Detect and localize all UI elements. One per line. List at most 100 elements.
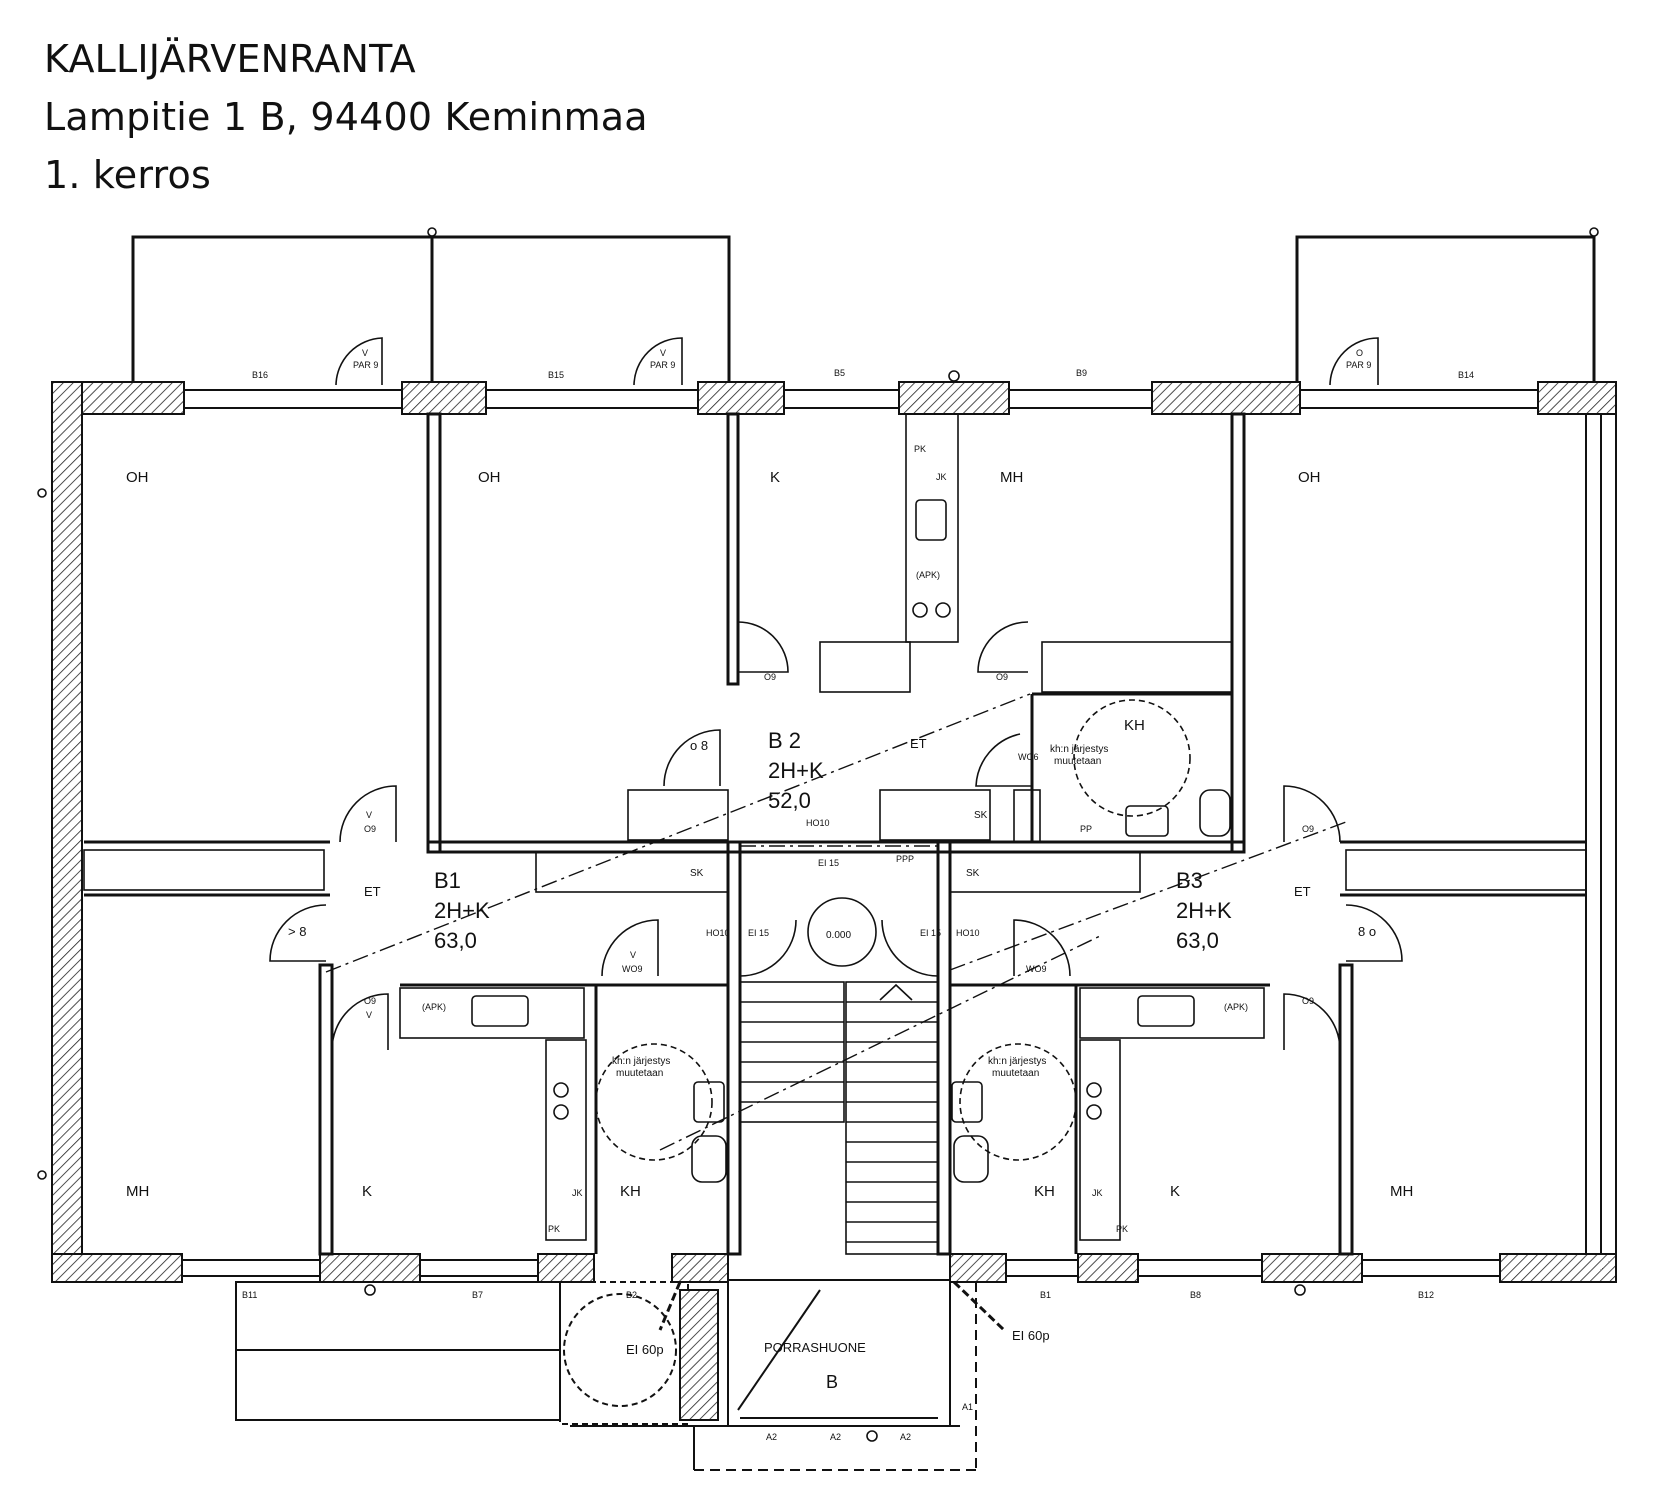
kh-note-b3-line2: muutetaan: [992, 1068, 1039, 1079]
code-b7: B7: [472, 1290, 483, 1300]
code-b1: B1: [1040, 1290, 1051, 1300]
code-ho10-a: HO10: [806, 818, 830, 828]
door-swings: [269, 337, 1403, 1051]
code-a1: A1: [962, 1402, 973, 1412]
code-pk-c: PK: [1116, 1224, 1128, 1234]
kh-note-b1-line1: kh:n järjestys: [612, 1056, 670, 1067]
code-o9-c: O9: [364, 824, 376, 834]
room-label-et-b3: ET: [1294, 884, 1311, 899]
north-wall-hatch-2: [401, 381, 487, 415]
code-o8-a: o 8: [690, 738, 708, 753]
code-v-e: V: [630, 950, 636, 960]
code-b14: B14: [1458, 370, 1474, 380]
bathroom-fixtures: [595, 699, 1231, 1183]
porrashuone-area: [235, 1279, 1006, 1471]
code-b11: B11: [242, 1290, 257, 1300]
code-jk-c: JK: [1092, 1188, 1103, 1198]
interior-walls: [84, 412, 1586, 1256]
room-label-porrashuone: PORRASHUONE: [764, 1340, 866, 1355]
stair-letter: B: [826, 1372, 838, 1392]
code-pp: PP: [1080, 824, 1092, 834]
room-label-oh-2: OH: [478, 469, 501, 486]
room-label-oh-3: OH: [1298, 469, 1321, 486]
code-v-d: V: [366, 1010, 372, 1020]
unit-b2-type: 2H+K: [768, 758, 824, 783]
code-apk-a: (APK): [422, 1002, 446, 1012]
balconies: [131, 235, 1596, 385]
code-o8-b: > 8: [288, 924, 306, 939]
unit-b2-area: 52,0: [768, 788, 811, 813]
south-wall-hatch-6: [1077, 1253, 1139, 1283]
code-ei15-c: EI 15: [920, 928, 941, 938]
room-label-et-b1: ET: [364, 884, 381, 899]
room-label-kh-bottom-left: KH: [620, 1183, 641, 1200]
outer-walls: [51, 381, 1617, 1283]
south-wall-hatch-1: [51, 1253, 183, 1283]
fire-rating-right: EI 60p: [1012, 1328, 1050, 1343]
north-wall-hatch-4: [898, 381, 1010, 415]
property-address: Lampitie 1 B, 94400 Keminmaa: [44, 95, 648, 139]
code-ho10-c: HO10: [956, 928, 980, 938]
code-o9-b: O9: [996, 672, 1008, 682]
kh-note-b1-line2: muutetaan: [616, 1068, 663, 1079]
south-wall-hatch-7: [1261, 1253, 1363, 1283]
room-label-kh-b2: KH: [1124, 717, 1145, 734]
kh-note-b2-line2: muutetaan: [1054, 756, 1101, 767]
code-ei15-a: EI 15: [818, 858, 839, 868]
unit-b3-type: 2H+K: [1176, 898, 1232, 923]
code-jk-b: JK: [572, 1188, 583, 1198]
code-b2: B2: [626, 1290, 637, 1300]
plan-header: KALLIJÄRVENRANTA Lampitie 1 B, 94400 Kem…: [44, 30, 648, 204]
south-wall-hatch-8: [1499, 1253, 1617, 1283]
code-ppp: PPP: [896, 854, 914, 864]
code-b15: B15: [548, 370, 564, 380]
dimension-lines: [325, 693, 1347, 1151]
code-par9-c: PAR 9: [1346, 360, 1371, 370]
unit-b2-id: B 2: [768, 728, 801, 753]
room-label-sk-1: SK: [690, 868, 704, 879]
code-b12: B12: [1418, 1290, 1434, 1300]
code-b5: B5: [834, 368, 845, 378]
code-pk-b: PK: [548, 1224, 560, 1234]
kitchen-fixtures: [83, 413, 1587, 1241]
room-label-sk-2: SK: [974, 810, 988, 821]
code-o9-e: O9: [1302, 824, 1314, 834]
code-b9: B9: [1076, 368, 1087, 378]
code-wo6: WO6: [1018, 752, 1039, 762]
code-v-a: V: [362, 348, 368, 358]
unit-b1-type: 2H+K: [434, 898, 490, 923]
code-ei15-b: EI 15: [748, 928, 769, 938]
room-label-et-b2: ET: [910, 736, 927, 751]
kh-note-b3-line1: kh:n järjestys: [988, 1056, 1046, 1067]
room-label-k-top: K: [770, 469, 780, 486]
room-label-mh-bottom-left: MH: [126, 1183, 149, 1200]
north-wall-hatch-6: [1537, 381, 1617, 415]
room-label-k-bottom-left: K: [362, 1183, 372, 1200]
code-a2-c: A2: [900, 1432, 911, 1442]
unit-b3-area: 63,0: [1176, 928, 1219, 953]
code-apk-c: (APK): [916, 570, 940, 580]
code-wo9-b: WO9: [1026, 964, 1047, 974]
code-b8: B8: [1190, 1290, 1201, 1300]
north-wall-hatch-3: [697, 381, 785, 415]
code-a2-b: A2: [830, 1432, 841, 1442]
room-label-oh-1: OH: [126, 469, 149, 486]
code-pk-a: PK: [914, 444, 926, 454]
unit-b1-area: 63,0: [434, 928, 477, 953]
floor-level: 0.000: [826, 930, 851, 941]
code-apk-b: (APK): [1224, 1002, 1248, 1012]
code-o9-f: O9: [1302, 996, 1314, 1006]
room-label-mh-top: MH: [1000, 469, 1023, 486]
room-label-kh-bottom-right: KH: [1034, 1183, 1055, 1200]
west-wall-hatch: [51, 381, 83, 1283]
code-par9-b: PAR 9: [650, 360, 675, 370]
unit-b1-id: B1: [434, 868, 461, 893]
staircase: [739, 981, 939, 1255]
code-v-c: V: [366, 810, 372, 820]
code-wo9-a: WO9: [622, 964, 643, 974]
kh-note-b2-line1: kh:n järjestys: [1050, 744, 1108, 755]
code-v-b: V: [660, 348, 666, 358]
code-jk-a: JK: [936, 472, 947, 482]
south-wall-hatch-3: [537, 1253, 595, 1283]
code-par9-a: PAR 9: [353, 360, 378, 370]
